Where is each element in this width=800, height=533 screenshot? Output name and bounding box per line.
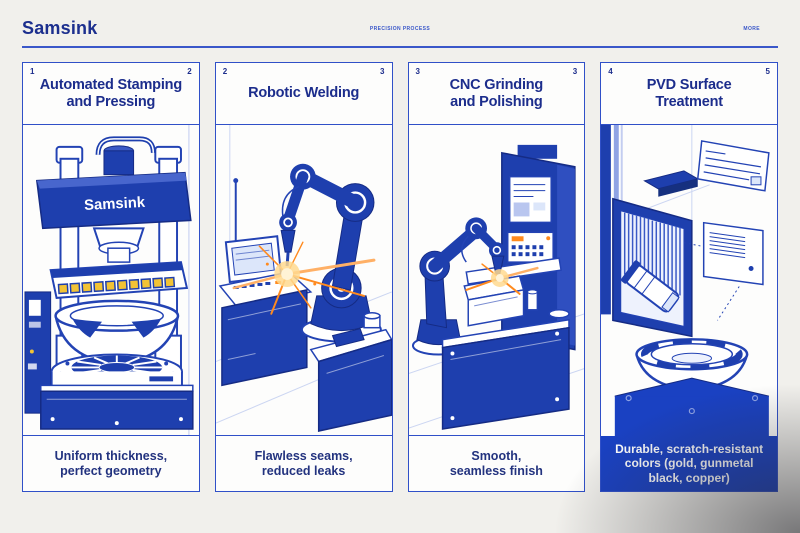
- panel-caption: Uniform thickness, perfect geometry: [23, 435, 199, 491]
- header-right-note: MORE: [743, 26, 760, 32]
- panel-stamping: 1 2 Automated Stamping and Pressing: [22, 62, 200, 492]
- header-divider: [22, 46, 778, 48]
- step-number-left: 1: [30, 67, 35, 76]
- press-brand-label: Samsink: [84, 195, 146, 214]
- step-number-right: 3: [380, 67, 385, 76]
- panel-header: 2 3 Robotic Welding: [215, 63, 392, 125]
- step-number-right: 2: [187, 67, 192, 76]
- panel-caption: Durable, scratch-resistant colors (gold,…: [601, 436, 777, 491]
- panel-pvd: 4 5 PVD Surface Treatment: [600, 62, 778, 492]
- panel-grinding: 3 3 CNC Grinding and Polishing: [407, 62, 586, 492]
- panel-title: CNC Grinding and Polishing: [449, 77, 544, 110]
- process-panels: 1 2 Automated Stamping and Pressing: [22, 62, 778, 492]
- panel-caption: Smooth, seamless finish: [408, 435, 585, 491]
- step-number-right: 5: [765, 67, 770, 76]
- step-number-left: 4: [608, 67, 613, 76]
- panel-welding: 2 3 Robotic Welding: [214, 62, 393, 492]
- panel-title: PVD Surface Treatment: [646, 77, 732, 110]
- step-number-left: 2: [222, 67, 228, 76]
- step-number-right: 3: [572, 67, 578, 76]
- header-center-note: PRECISION PROCESS: [369, 26, 431, 32]
- cnc-machine-illustration: [408, 125, 585, 435]
- stamping-press-illustration: Samsink: [23, 125, 199, 435]
- welding-robot-illustration: [215, 125, 392, 435]
- panel-title: Robotic Welding: [248, 85, 360, 102]
- panel-caption: Flawless seams, reduced leaks: [215, 435, 392, 491]
- pvd-chamber-illustration: [601, 125, 777, 436]
- panel-title: Automated Stamping and Pressing: [39, 77, 182, 110]
- brand-logo: Samsink: [22, 18, 98, 38]
- step-number-left: 3: [415, 67, 420, 76]
- panel-header: 4 5 PVD Surface Treatment: [601, 63, 777, 125]
- page-header: Samsink PRECISION PROCESS MORE: [22, 12, 778, 44]
- panel-header: 3 3 CNC Grinding and Polishing: [408, 63, 585, 125]
- panel-header: 1 2 Automated Stamping and Pressing: [23, 63, 199, 125]
